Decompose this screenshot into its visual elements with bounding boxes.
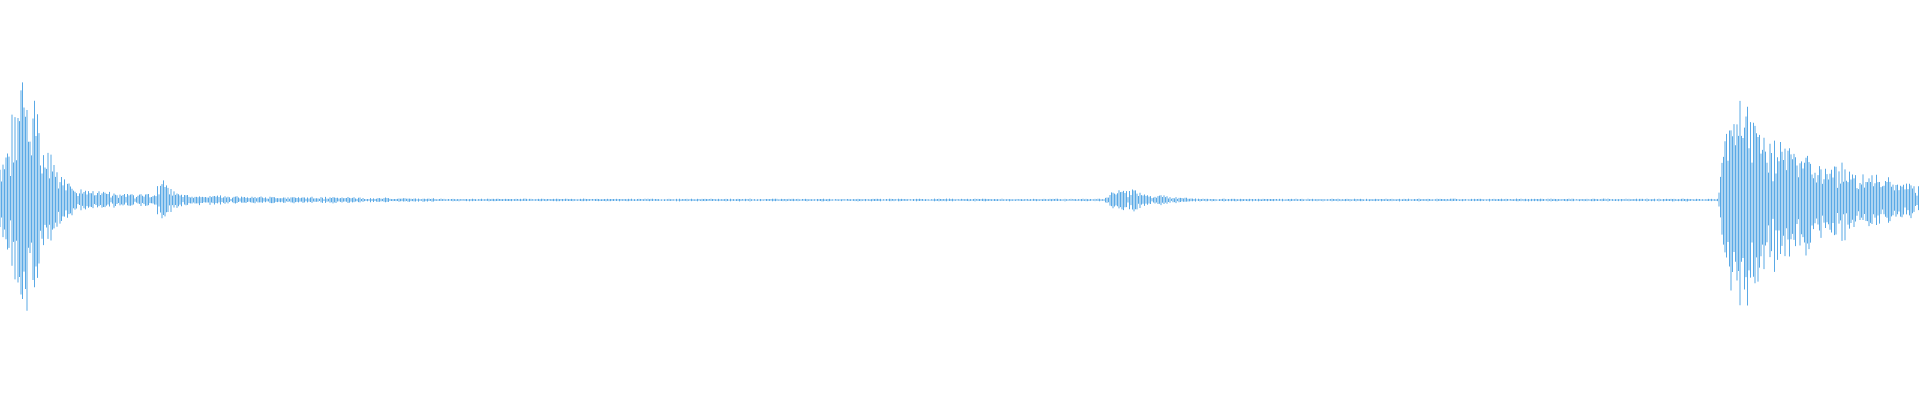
waveform-samples bbox=[0, 82, 1919, 311]
